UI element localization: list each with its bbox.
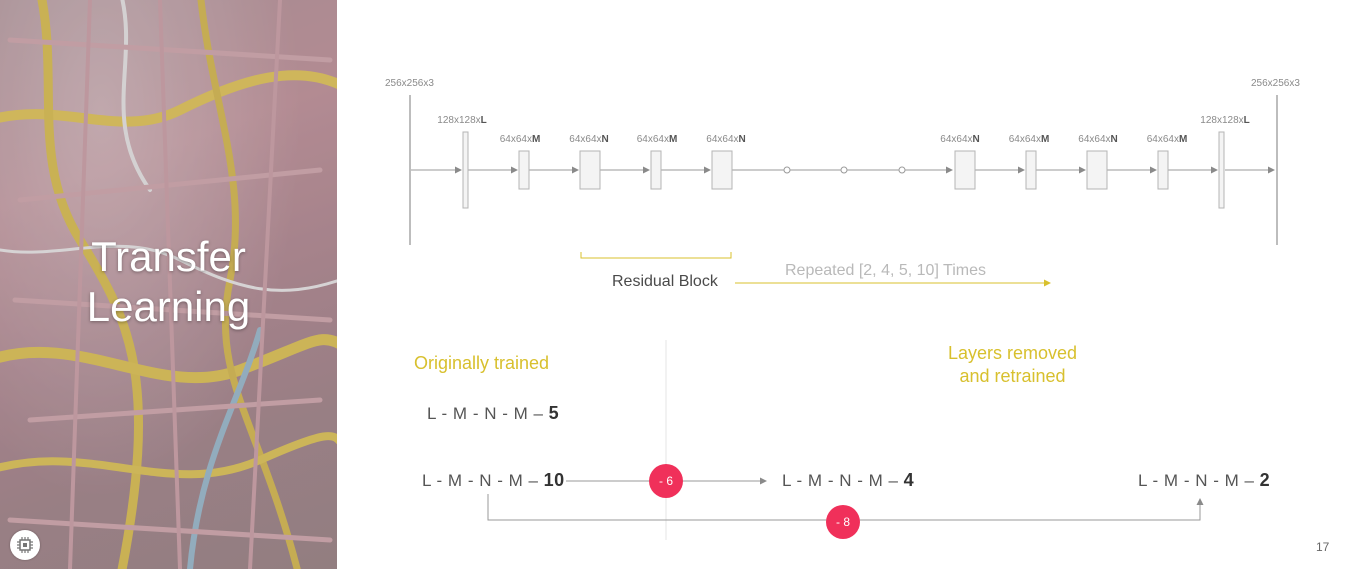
input-size-label: 256x256x3 — [385, 78, 434, 89]
output-layer-bar — [1276, 95, 1278, 245]
sequence-prefix: L - M - N - M – — [782, 471, 904, 490]
layer-block-N — [954, 150, 976, 190]
layer-size-label: 64x64xM — [1147, 134, 1188, 145]
input-layer-bar — [409, 95, 411, 245]
repeat-dot — [898, 166, 906, 174]
layer-size-label: 64x64xN — [569, 134, 608, 145]
sequence-prefix: L - M - N - M – — [1138, 471, 1260, 490]
layers-removed-heading: Layers removed and retrained — [940, 342, 1085, 388]
sequence-count: 5 — [548, 403, 560, 423]
layer-block-N — [579, 150, 601, 190]
layer-block-M — [650, 150, 662, 190]
sequence-prefix: L - M - N - M – — [422, 471, 544, 490]
repeat-dot — [783, 166, 791, 174]
page-number: 17 — [1316, 540, 1330, 554]
map-overlay — [0, 0, 337, 569]
layer-size-label: 64x64xM — [637, 134, 678, 145]
layer-type: N — [601, 134, 609, 145]
layer-type: M — [1040, 134, 1050, 145]
layers-removed-line1: Layers removed — [947, 343, 1078, 363]
layer-size-prefix: 128x128x — [437, 115, 481, 126]
layer-size-prefix: 64x64x — [636, 134, 669, 145]
layers-removed-line2: and retrained — [959, 366, 1066, 386]
residual-block-label: Residual Block — [612, 273, 718, 290]
layer-size-label: 64x64xM — [500, 134, 541, 145]
originally-trained-heading: Originally trained — [414, 353, 550, 373]
layer-block-L — [462, 131, 469, 209]
layer-block-L — [1218, 131, 1225, 209]
map-background-panel: Transfer Learning — [0, 0, 337, 569]
layer-type: L — [480, 115, 487, 126]
sequence-prefix: L - M - N - M – — [427, 404, 549, 423]
sequence-2: L - M - N - M – 2 — [1138, 470, 1270, 491]
layer-block-N — [711, 150, 733, 190]
layer-type: M — [531, 134, 541, 145]
slide-title: Transfer Learning — [0, 232, 337, 332]
sequence-4: L - M - N - M – 4 — [782, 470, 914, 491]
layer-size-label: 128x128xL — [1200, 115, 1249, 126]
sequence-10: L - M - N - M – 10 — [422, 470, 565, 491]
layer-size-label: 128x128xL — [437, 115, 486, 126]
layer-size-label: 64x64xM — [1009, 134, 1050, 145]
chip-icon[interactable] — [10, 530, 40, 560]
layer-size-prefix: 128x128x — [1200, 115, 1244, 126]
layer-size-prefix: 64x64x — [499, 134, 532, 145]
layer-size-prefix: 64x64x — [1008, 134, 1041, 145]
slide-title-line2: Learning — [86, 283, 251, 330]
layer-type: N — [1110, 134, 1118, 145]
layer-block-N — [1086, 150, 1108, 190]
repeated-times-label: Repeated [2, 4, 5, 10] Times — [785, 262, 987, 279]
layer-type: M — [668, 134, 678, 145]
layer-size-prefix: 64x64x — [1146, 134, 1179, 145]
sequence-count: 2 — [1259, 470, 1271, 490]
layer-type: L — [1243, 115, 1250, 126]
output-size-label: 256x256x3 — [1251, 78, 1300, 89]
layer-size-label: 64x64xN — [940, 134, 979, 145]
layer-size-prefix: 64x64x — [940, 134, 973, 145]
layer-type: N — [738, 134, 746, 145]
layer-block-M — [518, 150, 530, 190]
residual-block-bracket — [580, 252, 732, 259]
map-roads-image — [0, 0, 337, 569]
sequence-count: 10 — [543, 470, 565, 490]
layer-size-label: 64x64xN — [706, 134, 745, 145]
remove-6-badge: - 6 — [649, 464, 683, 498]
layer-type: N — [972, 134, 980, 145]
layer-size-prefix: 64x64x — [706, 134, 739, 145]
layer-size-label: 64x64xN — [1078, 134, 1117, 145]
sequence-count: 4 — [903, 470, 915, 490]
repeat-dot — [840, 166, 848, 174]
layer-block-M — [1025, 150, 1037, 190]
sequence-5: L - M - N - M – 5 — [427, 403, 559, 424]
layer-size-prefix: 64x64x — [569, 134, 602, 145]
layer-block-M — [1157, 150, 1169, 190]
slide-title-line1: Transfer — [91, 233, 246, 280]
layer-type: M — [1178, 134, 1188, 145]
remove-8-badge: - 8 — [826, 505, 860, 539]
layer-size-prefix: 64x64x — [1078, 134, 1111, 145]
